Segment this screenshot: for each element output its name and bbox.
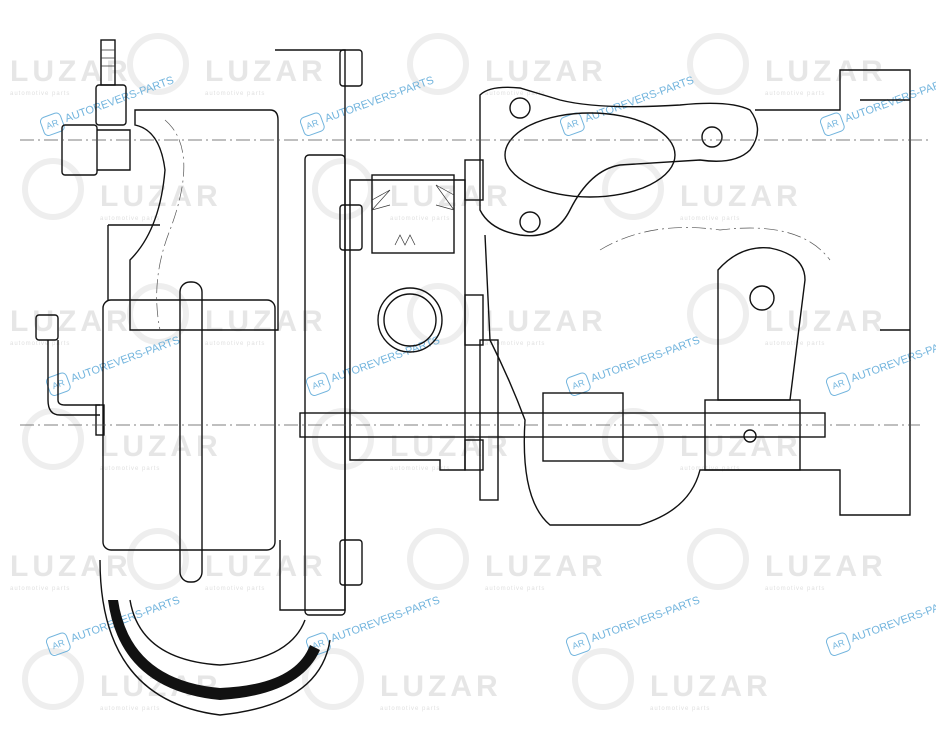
luzar-text: LUZAR — [100, 430, 222, 463]
luzar-text: LUZAR — [10, 550, 132, 583]
luzar-logo-icon — [22, 408, 84, 470]
luzar-watermark: LUZAR automotive parts — [407, 33, 607, 97]
luzar-tagline: automotive parts — [100, 216, 161, 222]
luzar-text: LUZAR — [380, 670, 502, 703]
hose-fitting — [61, 39, 131, 176]
luzar-text: LUZAR — [650, 670, 772, 703]
luzar-logo-icon — [407, 283, 469, 345]
luzar-watermark: LUZAR automotive parts — [10, 55, 132, 97]
actuator-rod — [20, 139, 930, 462]
luzar-tagline: automotive parts — [680, 466, 741, 472]
luzar-logo-icon — [22, 648, 84, 710]
luzar-tagline: automotive parts — [765, 586, 826, 592]
luzar-tagline: automotive parts — [390, 216, 451, 222]
luzar-watermark: LUZAR automotive parts — [22, 408, 222, 472]
luzar-text: LUZAR — [485, 550, 607, 583]
luzar-logo-icon — [312, 408, 374, 470]
luzar-text: LUZAR — [485, 55, 607, 88]
luzar-watermark: LUZAR automotive parts — [602, 158, 802, 222]
luzar-logo-icon — [687, 33, 749, 95]
luzar-watermark: LUZAR automotive parts — [572, 648, 772, 712]
luzar-watermark: LUZAR automotive parts — [312, 158, 512, 222]
luzar-text: LUZAR — [765, 55, 887, 88]
luzar-text: LUZAR — [205, 550, 327, 583]
luzar-tagline: automotive parts — [100, 466, 161, 472]
luzar-logo-icon — [22, 158, 84, 220]
luzar-logo-icon — [687, 528, 749, 590]
luzar-logo-icon — [602, 158, 664, 220]
luzar-text: LUZAR — [680, 430, 802, 463]
center-housing — [349, 159, 499, 501]
luzar-tagline: automotive parts — [650, 706, 711, 712]
luzar-logo-icon — [127, 528, 189, 590]
luzar-tagline: automotive parts — [390, 466, 451, 472]
luzar-text: LUZAR — [390, 430, 512, 463]
luzar-text: LUZAR — [205, 55, 327, 88]
luzar-watermark: LUZAR automotive parts — [10, 305, 132, 347]
luzar-watermark: LUZAR automotive parts — [407, 528, 607, 592]
luzar-text: LUZAR — [10, 55, 132, 88]
luzar-tagline: automotive parts — [205, 91, 266, 97]
luzar-watermark: LUZAR automotive parts — [407, 283, 607, 347]
luzar-text: LUZAR — [10, 305, 132, 338]
luzar-watermark: LUZAR automotive parts — [127, 283, 327, 347]
luzar-text: LUZAR — [390, 180, 512, 213]
turbine-housing — [479, 69, 911, 526]
compressor-housing — [129, 49, 363, 616]
luzar-tagline: automotive parts — [765, 91, 826, 97]
luzar-text: LUZAR — [205, 305, 327, 338]
luzar-watermark: LUZAR automotive parts — [127, 528, 327, 592]
luzar-tagline: automotive parts — [10, 341, 71, 347]
luzar-logo-icon — [602, 408, 664, 470]
luzar-tagline: automotive parts — [100, 706, 161, 712]
luzar-watermark: LUZAR automotive parts — [302, 648, 502, 712]
luzar-text: LUZAR — [765, 305, 887, 338]
luzar-watermark: LUZAR automotive parts — [127, 33, 327, 97]
luzar-logo-icon — [302, 648, 364, 710]
compressor-outlet — [99, 559, 331, 716]
luzar-text: LUZAR — [680, 180, 802, 213]
luzar-tagline: automotive parts — [10, 586, 71, 592]
luzar-tagline: automotive parts — [205, 586, 266, 592]
luzar-text: LUZAR — [765, 550, 887, 583]
wastegate-actuator — [35, 224, 276, 583]
luzar-tagline: automotive parts — [205, 341, 266, 347]
luzar-logo-icon — [407, 33, 469, 95]
luzar-tagline: automotive parts — [680, 216, 741, 222]
luzar-watermark: LUZAR automotive parts — [687, 528, 887, 592]
luzar-watermark: LUZAR automotive parts — [687, 33, 887, 97]
luzar-tagline: automotive parts — [485, 91, 546, 97]
luzar-watermark: LUZAR automotive parts — [602, 408, 802, 472]
luzar-tagline: automotive parts — [10, 91, 71, 97]
luzar-tagline: automotive parts — [485, 586, 546, 592]
luzar-logo-icon — [407, 528, 469, 590]
luzar-tagline: automotive parts — [380, 706, 441, 712]
luzar-tagline: automotive parts — [485, 341, 546, 347]
luzar-tagline: automotive parts — [765, 341, 826, 347]
luzar-watermark: LUZAR automotive parts — [10, 550, 132, 592]
luzar-watermark: LUZAR automotive parts — [312, 408, 512, 472]
wastegate-lever — [704, 246, 806, 471]
luzar-logo-icon — [312, 158, 374, 220]
luzar-logo-icon — [127, 33, 189, 95]
luzar-logo-icon — [572, 648, 634, 710]
luzar-text: LUZAR — [485, 305, 607, 338]
